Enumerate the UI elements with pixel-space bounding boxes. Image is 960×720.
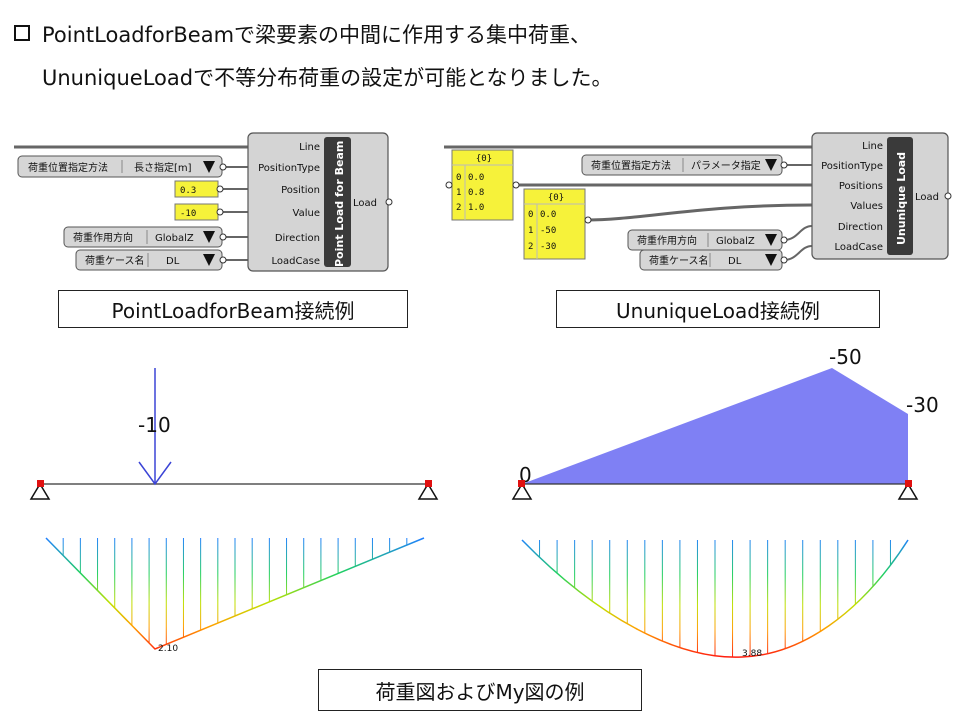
point-load-diagram: -10 [29,368,439,500]
positions-row-value: 0.8 [468,188,484,198]
input-line: Line [299,142,320,153]
position-type-value: パラメータ指定 [691,159,761,172]
moment-outline [521,539,909,658]
position-type-dropdown[interactable]: 荷重位置指定方法 長さ指定[m] [17,155,227,178]
values-row-index: 1 [528,226,533,236]
loadcase-label: 荷重ケース名 [649,254,709,267]
positions-panel[interactable]: {0} 0 0.0 1 0.8 2 1.0 [445,149,520,221]
header-line-2: UnuniqueLoadで不等分布荷重の設定が可能となりました。 [42,66,613,90]
moment-diagram-left: 2.10 [45,537,425,654]
dropdown-triangle-icon [765,159,777,171]
left-caption: PointLoadforBeam接続例 [58,290,408,328]
input-direction: Direction [838,222,883,233]
checkbox-bullet-icon [14,25,30,41]
dropdown-triangle-icon [203,231,215,243]
input-positiontype: PositionType [821,161,883,172]
dropdown-triangle-icon [765,254,777,266]
input-direction: Direction [275,233,320,244]
dropdown-triangle-icon [765,234,777,246]
arrow-head-icon [138,461,172,486]
values-panel-header: {0} [548,193,564,203]
component-title: Point Load for Beam [333,141,346,267]
values-panel[interactable]: {0} 0 0.0 1 -50 2 -30 [523,188,592,260]
moment-outline [45,537,425,650]
input-value: Value [293,208,320,219]
position-type-dropdown[interactable]: 荷重位置指定方法 パラメータ指定 [581,154,788,176]
values-row-index: 2 [528,242,533,252]
direction-dropdown[interactable]: 荷重作用方向 GlobalZ [63,226,227,248]
position-panel-value: 0.3 [180,186,196,196]
header-line-1-text: PointLoadforBeamで梁要素の中間に作用する集中荷重、 [42,23,592,47]
value-panel-value: -10 [180,209,196,219]
direction-value: GlobalZ [155,233,194,244]
input-position: Position [281,185,320,196]
output-load: Load [353,198,377,209]
dropdown-triangle-icon [203,254,215,266]
loadcase-value: DL [166,256,180,267]
positions-row-index: 1 [456,188,461,198]
loadcase-dropdown[interactable]: 荷重ケース名 DL [639,249,788,271]
input-loadcase: LoadCase [272,256,320,267]
node-marker [37,480,44,487]
loadcase-value: DL [728,256,742,267]
moment-max-label: 3.88 [742,649,762,659]
positions-row-index: 0 [456,173,461,183]
input-positiontype: PositionType [258,163,320,174]
wire-loadcase [783,245,813,261]
right-caption: UnuniqueLoad接続例 [556,290,880,328]
positions-row-value: 1.0 [468,203,484,213]
node-marker [518,480,525,487]
bottom-caption: 荷重図およびMy図の例 [318,669,642,711]
roller-support-icon [417,482,439,500]
positions-panel-header: {0} [476,154,492,164]
input-line: Line [862,141,883,152]
point-load-component[interactable]: Point Load for Beam Line PositionType Po… [247,132,393,272]
direction-label: 荷重作用方向 [73,231,133,244]
positions-row-index: 2 [456,203,461,213]
position-panel[interactable]: 0.3 [174,180,224,198]
input-loadcase: LoadCase [835,242,883,253]
value-panel[interactable]: -10 [174,203,224,221]
output-load: Load [915,192,939,203]
right-gh-definition: {0} 0 0.0 1 0.8 2 1.0 {0} 0 0.0 1 -50 2 … [444,132,952,271]
loadcase-dropdown[interactable]: 荷重ケース名 DL [75,249,227,271]
load-peak-label: -50 [829,345,862,369]
left-gh-definition: 荷重位置指定方法 長さ指定[m] 0.3 -10 荷重作用方向 GlobalZ [14,132,393,272]
positions-row-value: 0.0 [468,173,484,183]
direction-value: GlobalZ [716,236,755,247]
input-positions: Positions [839,181,883,192]
input-values: Values [850,201,883,212]
values-row-value: -30 [540,242,556,252]
position-type-label: 荷重位置指定方法 [28,161,108,174]
moment-max-label: 2.10 [158,644,178,654]
dropdown-triangle-icon [203,161,215,173]
point-load-label: -10 [138,413,171,437]
position-type-value: 長さ指定[m] [134,161,192,174]
pin-support-icon [29,482,51,500]
component-title: Ununique Load [895,152,908,245]
wire-direction [783,225,813,241]
values-row-index: 0 [528,210,533,220]
roller-support-icon [897,482,919,500]
distributed-load-diagram: 0 -50 -30 [511,345,939,500]
node-marker [425,480,432,487]
node-marker [905,480,912,487]
load-end-label: -30 [906,393,939,417]
pin-support-icon [511,482,533,500]
position-type-label: 荷重位置指定方法 [591,159,671,172]
values-row-value: 0.0 [540,210,556,220]
header-line-1: PointLoadforBeamで梁要素の中間に作用する集中荷重、 [14,19,591,49]
direction-label: 荷重作用方向 [637,234,697,247]
direction-dropdown[interactable]: 荷重作用方向 GlobalZ [627,229,788,251]
ununique-load-component[interactable]: Ununique Load Line PositionType Position… [811,132,952,260]
moment-diagram-right: 3.88 [521,539,909,659]
values-row-value: -50 [540,226,556,236]
distributed-load-fill [522,368,908,484]
loadcase-label: 荷重ケース名 [85,254,145,267]
wire-values [585,203,813,222]
